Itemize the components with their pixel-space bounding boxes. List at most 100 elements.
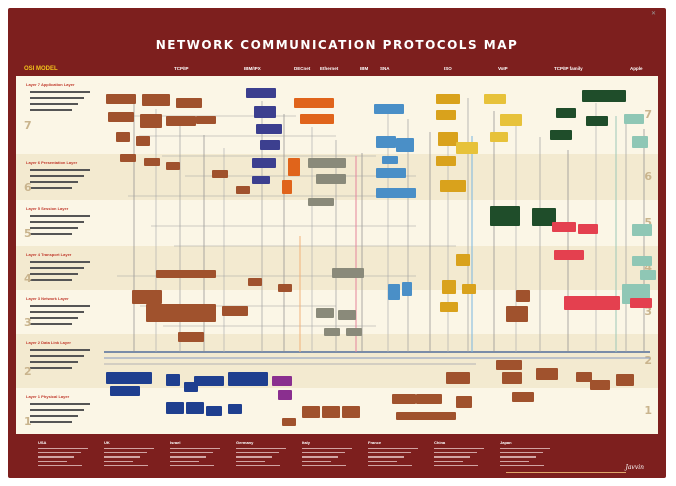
protocol-node [564,296,620,310]
footer-address-line [104,448,154,450]
protocol-node [416,394,442,404]
protocol-node [632,256,652,266]
layer-title: Layer 3 Network Layer [26,296,69,301]
protocol-node [512,392,534,402]
footer-address-line [434,464,478,466]
protocol-node [248,278,262,286]
layer-description-line [30,187,72,189]
protocol-node [496,360,522,370]
protocol-node [260,140,280,150]
protocol-node [300,114,334,124]
footer-address-line [38,456,74,458]
protocol-node [640,270,656,280]
layer-number: 6 [644,170,652,183]
protocol-node [278,284,292,292]
protocol-node [316,308,334,318]
footer-address-line [434,448,484,450]
footer-country: UK [104,440,110,445]
footer-note-line [506,472,626,474]
protocol-node [146,304,216,322]
protocol-node [178,332,204,342]
layer-number-left: 7 [24,119,32,132]
footer-address-line [302,464,346,466]
protocol-node [456,142,478,154]
protocol-node [516,290,530,302]
protocol-node [490,206,520,226]
protocol-node [616,374,634,386]
footer-address-line [170,452,213,454]
layer-description-line [30,215,90,217]
protocol-node [136,136,150,146]
protocol-node [184,382,198,392]
layer-number: 4 [644,261,652,274]
layer-description-line [30,403,90,405]
footer-address-line [38,452,81,454]
footer-address-line [38,448,88,450]
layer-number: 2 [644,354,652,367]
protocol-node [632,136,648,148]
footer-country: Israel [170,440,181,445]
protocol-node [582,90,626,102]
protocol-node [436,94,460,104]
footer-address-line [500,464,544,466]
layer-description-line [30,233,72,235]
protocol-node [144,158,160,166]
footer-address-line [500,452,543,454]
footer-address-line [368,448,418,450]
protocol-node [502,372,522,384]
protocol-node [374,104,404,114]
protocol-node [166,116,196,126]
layer-title: Layer 2 Data Link Layer [26,340,71,345]
protocol-node [252,176,270,184]
protocol-node [442,280,456,294]
protocol-node [556,108,576,118]
footer-address-line [170,464,214,466]
protocol-node [552,222,576,232]
layer-description-line [30,367,72,369]
layer-description-line [30,323,72,325]
column-header: IBM/IPX [244,66,261,71]
protocol-node [462,284,476,294]
footer-contact-column: UK [104,440,164,466]
footer-contact-column: USA [38,440,98,466]
layer-description-line [30,97,84,99]
footer-address-line [302,448,352,450]
column-header: VoIP [498,66,508,71]
footer-address-line [236,464,280,466]
footer-country: Japan [500,440,512,445]
layer-description-line [30,349,90,351]
layer-number: 3 [644,305,652,318]
layer-description-line [30,421,72,423]
corner-mark: ✕ [650,11,656,17]
layer-number: 1 [644,404,652,417]
layer-description-line [30,169,90,171]
protocol-node [140,114,162,128]
protocol-node [402,282,412,296]
layer-number: 7 [644,108,652,121]
footer-address-line [434,460,463,462]
protocol-node [590,380,610,390]
protocol-node [550,130,572,140]
footer-address-line [104,464,148,466]
footer-contact-column: Japan [500,440,560,466]
footer-address-line [434,452,477,454]
layer-description-line [30,355,84,357]
protocol-node [236,186,250,194]
layer-description-line [30,273,78,275]
protocol-node [446,372,470,384]
layer-number-left: 2 [24,365,32,378]
layer-description-line [30,267,84,269]
protocol-node [500,114,522,126]
footer-address-line [368,456,404,458]
footer-contact-column: China [434,440,494,466]
protocol-node [308,198,334,206]
protocol-node [166,162,180,170]
column-header: Ethernet [320,66,339,71]
poster-title: NETWORK COMMUNICATION PROTOCOLS MAP [155,38,519,52]
protocol-map-poster: ✕ NETWORK COMMUNICATION PROTOCOLS MAP OS… [8,8,666,478]
layer-description-line [30,227,78,229]
footer-address-line [434,456,470,458]
